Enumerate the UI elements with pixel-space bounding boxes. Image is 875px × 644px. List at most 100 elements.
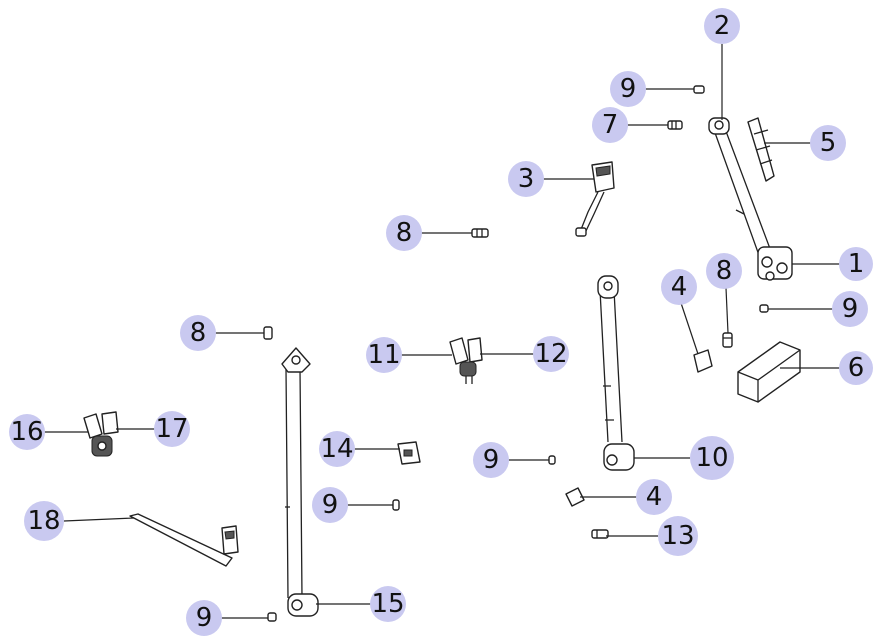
callout-11: 11 <box>366 337 402 373</box>
callout-number: 4 <box>671 272 688 302</box>
callout-number: 9 <box>842 294 859 324</box>
part-plate-14 <box>397 441 421 465</box>
callout-8-c: 8 <box>180 315 216 351</box>
callout-badge <box>366 337 402 373</box>
part-belt-assembly-upper-right <box>708 117 793 281</box>
callout-number: 18 <box>27 506 60 536</box>
callout-9-b: 9 <box>832 291 868 327</box>
callout-9-d: 9 <box>473 442 509 478</box>
callout-number: 16 <box>10 417 43 447</box>
callout-number: 4 <box>646 482 663 512</box>
part-belt-assembly-left <box>281 347 319 617</box>
leader-4-a <box>680 302 699 355</box>
callout-badge <box>24 501 64 541</box>
leader-18 <box>63 517 135 522</box>
callout-number: 5 <box>820 128 837 158</box>
part-bolt-13 <box>591 529 609 539</box>
callout-number: 9 <box>620 74 637 104</box>
callout-7: 7 <box>592 107 628 143</box>
callout-badge <box>180 315 216 351</box>
callout-9-a: 9 <box>610 71 646 107</box>
callout-number: 1 <box>848 249 865 279</box>
callout-badge <box>186 600 222 636</box>
callout-badge <box>832 291 868 327</box>
part-bolt-9-center <box>548 455 556 465</box>
callout-badge <box>533 336 569 372</box>
callout-number: 6 <box>848 353 865 383</box>
part-cover-4-bottom <box>565 487 585 507</box>
part-belt-assembly-center <box>597 275 635 471</box>
callout-number: 8 <box>396 218 413 248</box>
callout-13: 13 <box>658 516 698 556</box>
callout-number: 13 <box>661 521 694 551</box>
callout-badge <box>9 414 45 450</box>
callout-number: 2 <box>714 11 731 41</box>
callout-number: 8 <box>716 256 733 286</box>
part-cover-4-top <box>693 349 713 373</box>
callout-number: 9 <box>483 445 500 475</box>
part-buckle-3 <box>575 161 615 237</box>
part-box-6 <box>737 341 801 403</box>
callout-14: 14 <box>319 431 355 467</box>
callout-10: 10 <box>690 436 734 480</box>
callout-badge <box>636 479 672 515</box>
callout-number: 12 <box>534 339 567 369</box>
part-bolt-9-bottom <box>267 612 277 622</box>
callout-2: 2 <box>704 8 740 44</box>
callout-badge <box>810 125 846 161</box>
callout-4-a: 4 <box>661 269 697 305</box>
callout-badge <box>610 71 646 107</box>
callout-number: 10 <box>695 443 728 473</box>
callout-18: 18 <box>24 501 64 541</box>
callout-number: 7 <box>602 110 619 140</box>
part-bolt-8-right <box>722 332 733 348</box>
callout-badge <box>839 351 873 385</box>
part-bracket-5 <box>747 117 775 182</box>
callout-8-b: 8 <box>706 253 742 289</box>
callout-4-b: 4 <box>636 479 672 515</box>
callout-badge <box>386 215 422 251</box>
callout-number: 9 <box>196 603 213 633</box>
callout-badge <box>661 269 697 305</box>
callout-15: 15 <box>370 586 406 622</box>
callout-12: 12 <box>533 336 569 372</box>
callout-badge <box>690 436 734 480</box>
leader-lines <box>44 44 842 619</box>
callout-badge <box>839 247 873 281</box>
callout-number: 14 <box>320 434 353 464</box>
callout-number: 9 <box>322 490 339 520</box>
part-bolt-7 <box>667 120 683 130</box>
callout-badge <box>473 442 509 478</box>
callout-number: 8 <box>190 318 207 348</box>
callout-badge <box>592 107 628 143</box>
part-buckle-pair-11-12 <box>449 337 483 384</box>
leader-8-b <box>725 287 729 334</box>
callout-badge <box>706 253 742 289</box>
callout-8-a: 8 <box>386 215 422 251</box>
part-bolt-9-right <box>759 304 769 313</box>
callout-badge <box>508 161 544 197</box>
callout-badge <box>312 487 348 523</box>
callout-1: 1 <box>839 247 873 281</box>
callout-badge <box>319 431 355 467</box>
part-bolt-9-center-left <box>392 499 400 511</box>
callout-number: 3 <box>518 164 535 194</box>
callout-number: 11 <box>367 340 400 370</box>
part-buckle-pair-16-17 <box>83 411 119 457</box>
callout-5: 5 <box>810 125 846 161</box>
callouts: 2 9 7 5 3 8 1 8 4 9 8 11 12 6 16 17 14 9… <box>9 8 873 636</box>
callout-17: 17 <box>154 411 190 447</box>
callout-badge <box>704 8 740 44</box>
callout-9-c: 9 <box>312 487 348 523</box>
callout-number: 15 <box>371 589 404 619</box>
callout-6: 6 <box>839 351 873 385</box>
callout-3: 3 <box>508 161 544 197</box>
part-bolt-8-left-top <box>471 228 489 238</box>
callout-badge <box>658 516 698 556</box>
callout-9-e: 9 <box>186 600 222 636</box>
callout-badge <box>154 411 190 447</box>
part-lap-belt-18 <box>129 513 239 567</box>
callout-number: 17 <box>155 414 188 444</box>
part-bolt-9-top <box>693 85 705 94</box>
